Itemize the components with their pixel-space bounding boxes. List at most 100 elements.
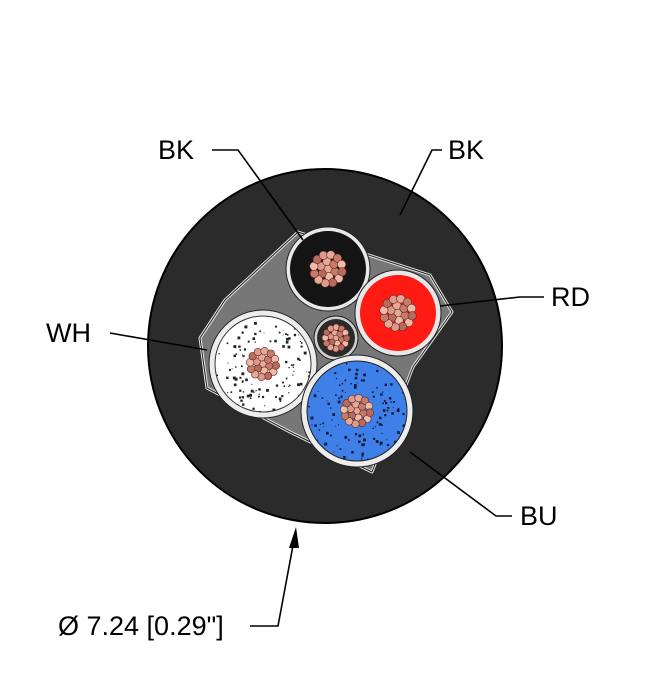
insulation-speck [241, 396, 244, 399]
insulation-speck [337, 400, 341, 404]
copper-strand [271, 361, 280, 370]
copper-strand [337, 267, 347, 277]
insulation-speck [361, 454, 364, 457]
insulation-speck [392, 407, 394, 409]
insulation-speck [292, 364, 295, 366]
insulation-speck [231, 368, 233, 370]
insulation-speck [382, 402, 384, 405]
insulation-speck [330, 434, 332, 437]
insulation-speck [361, 452, 364, 455]
copper-strand [388, 294, 398, 304]
insulation-speck [317, 391, 319, 393]
insulation-speck [386, 407, 389, 409]
insulation-speck [247, 340, 250, 343]
conductor-red [354, 269, 442, 357]
insulation-speck [386, 443, 390, 447]
insulation-speck [282, 345, 285, 348]
insulation-speck [242, 391, 245, 393]
insulation-speck [254, 321, 257, 325]
insulation-speck [375, 440, 379, 443]
insulation-speck [288, 385, 290, 387]
insulation-speck [303, 351, 307, 355]
label-jacket: BK [448, 135, 484, 165]
insulation-speck [279, 400, 282, 402]
copper-strand [332, 253, 342, 263]
insulation-speck [386, 409, 389, 412]
insulation-speck [336, 445, 338, 447]
insulation-speck [381, 432, 383, 435]
insulation-speck [362, 379, 365, 382]
insulation-speck [282, 334, 284, 336]
insulation-speck [313, 394, 317, 398]
insulation-speck [297, 383, 300, 387]
insulation-speck [281, 394, 284, 398]
insulation-speck [252, 337, 256, 341]
insulation-speck [393, 401, 396, 404]
insulation-speck [272, 408, 276, 412]
insulation-speck [228, 368, 231, 371]
insulation-speck [374, 426, 376, 428]
insulation-speck [218, 353, 220, 355]
insulation-speck [266, 388, 269, 392]
insulation-speck [239, 349, 242, 351]
insulation-speck [396, 409, 400, 413]
insulation-speck [227, 362, 229, 364]
insulation-speck [255, 390, 257, 392]
insulation-speck [240, 399, 243, 402]
insulation-speck [226, 376, 229, 380]
insulation-speck [361, 443, 365, 447]
insulation-speck [391, 412, 394, 415]
insulation-speck [376, 387, 378, 389]
copper-strand [314, 275, 324, 285]
insulation-speck [285, 377, 288, 380]
insulation-speck [292, 366, 295, 368]
insulation-speck [299, 359, 301, 361]
insulation-speck [264, 405, 266, 407]
insulation-speck [335, 377, 338, 380]
insulation-speck [245, 378, 248, 382]
insulation-speck [335, 394, 337, 397]
copper-strand [379, 313, 389, 323]
insulation-speck [235, 366, 237, 368]
insulation-speck [299, 382, 303, 386]
insulation-speck [393, 440, 397, 444]
insulation-speck [239, 376, 242, 379]
insulation-speck [275, 384, 279, 387]
insulation-speck [241, 354, 243, 356]
specks-white [216, 321, 311, 412]
insulation-speck [354, 376, 358, 380]
insulation-speck [259, 330, 261, 333]
insulation-speck [355, 368, 359, 372]
insulation-speck [292, 374, 294, 376]
insulation-speck [341, 389, 344, 392]
insulation-speck [290, 364, 293, 367]
leader-black-conductor [212, 149, 304, 241]
insulation-speck [402, 424, 406, 428]
strands-black [309, 250, 347, 288]
insulation-speck [333, 451, 335, 453]
copper-strand [318, 250, 328, 260]
insulation-speck [286, 333, 289, 336]
leader-red [439, 296, 544, 307]
insulation-speck [241, 372, 245, 376]
insulation-speck [288, 337, 291, 340]
insulation-speck [372, 395, 375, 398]
insulation-speck [351, 450, 354, 454]
insulation-speck [273, 410, 275, 412]
insulation-speck [387, 407, 390, 409]
insulation-speck [388, 397, 392, 400]
insulation-speck [344, 379, 347, 382]
strands-blue [340, 394, 374, 428]
insulation-speck [233, 354, 237, 358]
insulation-speck [334, 372, 337, 375]
insulation-speck [308, 405, 310, 408]
insulation-speck [372, 427, 374, 430]
insulation-speck [299, 340, 301, 342]
strands-white [246, 347, 280, 381]
insulation-speck [241, 381, 244, 383]
insulation-speck [278, 397, 282, 401]
insulation-speck [250, 389, 254, 393]
copper-strand [407, 311, 417, 321]
insulation-speck [360, 457, 363, 460]
